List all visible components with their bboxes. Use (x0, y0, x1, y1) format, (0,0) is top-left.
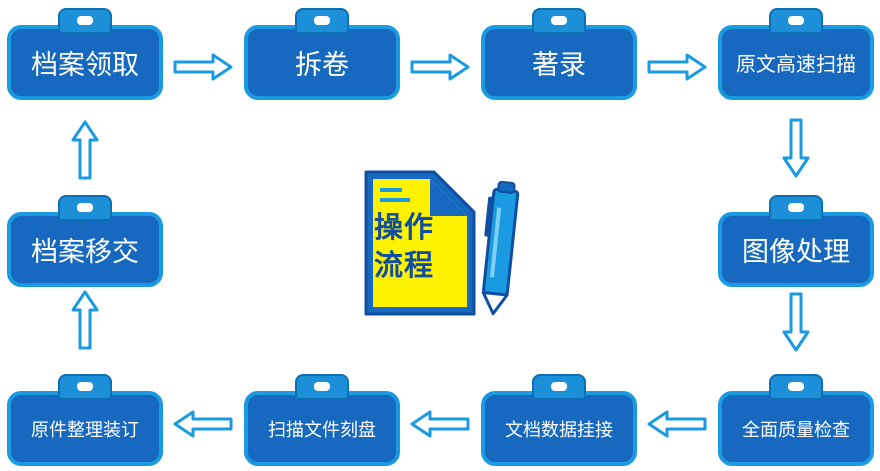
step-label: 全面质量检查 (718, 391, 874, 466)
clip-icon (295, 8, 349, 34)
step-original-rebinding: 原件整理装订 (7, 374, 163, 466)
step-archive-transfer: 档案移交 (7, 195, 163, 287)
step-data-linking: 文档数据挂接 (481, 374, 637, 466)
step-burn-disc: 扫描文件刻盘 (244, 374, 400, 466)
clip-icon (769, 374, 823, 400)
arrow-left-icon (647, 410, 707, 438)
step-label: 原件整理装订 (7, 391, 163, 466)
clip-icon (532, 374, 586, 400)
arrow-up-icon (71, 290, 99, 350)
arrow-down-icon (782, 292, 810, 352)
center-title-line2: 流程 (374, 248, 435, 282)
center-title: 操作 流程 (374, 208, 454, 284)
arrow-left-icon (173, 410, 233, 438)
arrow-down-icon (782, 118, 810, 178)
step-high-speed-scan: 原文高速扫描 (718, 8, 874, 100)
clip-icon (769, 8, 823, 34)
step-cataloging: 著录 (481, 8, 637, 100)
step-quality-check: 全面质量检查 (718, 374, 874, 466)
clip-icon (58, 374, 112, 400)
arrow-left-icon (410, 410, 470, 438)
step-unbinding: 拆卷 (244, 8, 400, 100)
step-label: 档案移交 (7, 212, 163, 287)
operation-flow-document-icon: 操作 流程 (360, 168, 528, 318)
clip-icon (532, 8, 586, 34)
document-pen-icon (364, 170, 520, 316)
arrow-right-icon (647, 53, 707, 81)
center-title-line1: 操作 (374, 210, 435, 244)
step-label: 著录 (481, 25, 637, 100)
step-archive-retrieval: 档案领取 (7, 8, 163, 100)
arrow-right-icon (410, 53, 470, 81)
clip-icon (769, 195, 823, 221)
step-label: 原文高速扫描 (718, 25, 874, 100)
arrow-right-icon (173, 53, 233, 81)
clip-icon (295, 374, 349, 400)
step-label: 档案领取 (7, 25, 163, 100)
step-image-processing: 图像处理 (718, 195, 874, 287)
clip-icon (58, 8, 112, 34)
step-label: 文档数据挂接 (481, 391, 637, 466)
clip-icon (58, 195, 112, 221)
step-label: 拆卷 (244, 25, 400, 100)
step-label: 扫描文件刻盘 (244, 391, 400, 466)
step-label: 图像处理 (718, 212, 874, 287)
arrow-up-icon (71, 120, 99, 180)
